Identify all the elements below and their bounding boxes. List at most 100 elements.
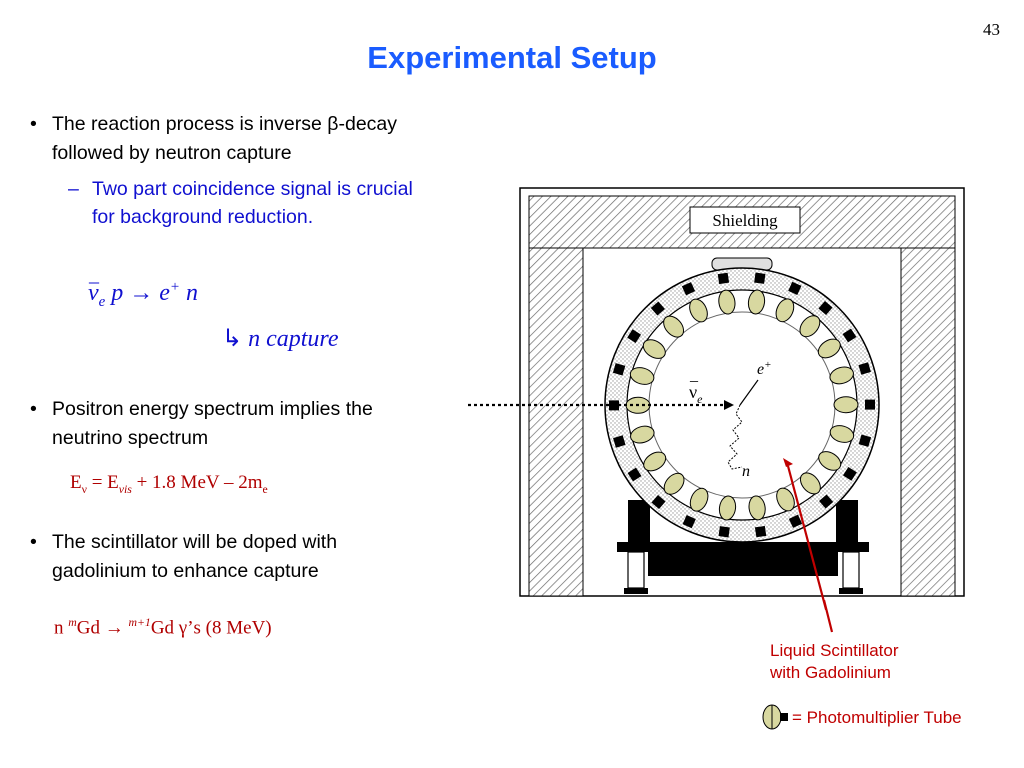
caption-line-2: with Gadolinium bbox=[770, 663, 891, 682]
antineutrino-bar: _ bbox=[89, 264, 99, 286]
shielding-structure bbox=[519, 187, 965, 597]
gd-m1-sup: m+1 bbox=[128, 616, 151, 629]
pmt bbox=[718, 495, 737, 521]
scintillator-pointer-tail bbox=[822, 600, 834, 633]
pmt-base bbox=[612, 363, 626, 376]
scintillator-pointer-head bbox=[783, 458, 793, 467]
pmt-base bbox=[650, 301, 665, 316]
pmt bbox=[833, 396, 859, 414]
gd-rest: ’s (8 MeV) bbox=[187, 617, 272, 639]
sub-bullet-dash: – bbox=[68, 178, 79, 200]
diagram-neutron-label: n bbox=[742, 463, 750, 480]
reaction-positron-sup: + bbox=[169, 279, 180, 295]
pmt-legend-icon bbox=[762, 704, 788, 730]
pmt bbox=[747, 289, 766, 315]
pmt-base bbox=[681, 282, 696, 296]
energy-nu-sub: ν bbox=[81, 482, 87, 496]
slide-number: 43 bbox=[983, 20, 1000, 39]
pmt-base bbox=[651, 494, 666, 510]
gd-m-sup: m bbox=[68, 616, 77, 629]
detector-diagram: Shielding νe _ e+ n bbox=[468, 187, 965, 610]
bullet-dot: • bbox=[30, 113, 37, 135]
pmt bbox=[776, 487, 795, 512]
support-frame bbox=[617, 500, 869, 594]
pmt-base bbox=[788, 514, 803, 528]
energy-formula: Eν = Evis + 1.8 MeV – 2me bbox=[70, 472, 268, 497]
reaction-equation: _ ν e p → e+ n bbox=[88, 264, 198, 311]
pmt-base bbox=[858, 434, 872, 447]
pmt bbox=[718, 289, 736, 315]
pmt bbox=[748, 495, 766, 521]
gd-formula: n mGd → m+1Gd γ’s (8 MeV) bbox=[54, 616, 272, 639]
bullet-text: The scintillator will be doped with gado… bbox=[52, 531, 338, 582]
pmt-legend-text: = Photomultiplier Tube bbox=[792, 708, 962, 727]
neutron-track bbox=[727, 404, 743, 470]
pmt-base bbox=[613, 435, 626, 448]
capture-arrow: ↳ bbox=[222, 326, 243, 352]
pmt-base bbox=[864, 399, 876, 410]
gd-gd2: Gd bbox=[150, 617, 179, 639]
pmt-base bbox=[788, 281, 802, 296]
pmt bbox=[829, 425, 855, 443]
energy-e-sub: e bbox=[262, 482, 268, 496]
pmt-base bbox=[819, 494, 834, 509]
gd-n: n bbox=[54, 617, 69, 639]
bullet-text: Positron energy spectrum implies the neu… bbox=[52, 398, 373, 449]
shielding-label-box bbox=[689, 206, 801, 234]
pmt bbox=[629, 367, 655, 385]
pmt bbox=[689, 298, 708, 323]
pmt-base bbox=[718, 526, 730, 538]
pmt-base bbox=[842, 328, 857, 343]
slide-title: Experimental Setup bbox=[367, 40, 657, 75]
pmt-base bbox=[818, 300, 833, 316]
bullet-item: • The scintillator will be doped with ga… bbox=[30, 528, 432, 586]
caption-line-1: Liquid Scintillator bbox=[770, 641, 899, 660]
reaction-nu-subscript: e bbox=[98, 293, 106, 310]
bullet-item: • The reaction process is inverse β-deca… bbox=[30, 110, 432, 168]
bullet-text: The reaction process is inverse β-decay … bbox=[52, 113, 398, 164]
pmt-base bbox=[754, 272, 766, 284]
shielding-label: Shielding bbox=[712, 211, 778, 230]
pmt-base bbox=[627, 467, 642, 482]
pmt bbox=[817, 338, 841, 359]
pmt bbox=[663, 472, 685, 495]
pmt bbox=[643, 451, 667, 472]
pmt-base bbox=[682, 514, 696, 529]
capture-line: ↳ n capture bbox=[222, 324, 339, 353]
gd-gd1: Gd → bbox=[76, 617, 129, 639]
bullet-item: • Positron energy spectrum implies the n… bbox=[30, 395, 432, 453]
gd-gamma: γ bbox=[178, 617, 188, 639]
energy-vis-sub: vis bbox=[118, 482, 132, 496]
reaction-arrow: → bbox=[129, 280, 154, 306]
pointer-extension bbox=[822, 600, 834, 633]
capture-text: n capture bbox=[248, 326, 339, 352]
pmt bbox=[775, 298, 795, 323]
reaction-neutron: n bbox=[185, 280, 198, 306]
pmt bbox=[829, 366, 854, 385]
diagram-nu-label: νe bbox=[689, 382, 703, 406]
pmt bbox=[642, 339, 666, 359]
bullet-dot: • bbox=[30, 398, 37, 420]
reaction-nu: ν bbox=[88, 280, 99, 306]
scintillator-caption: Liquid Scintillator with Gadolinium bbox=[770, 640, 899, 684]
positron-track bbox=[739, 379, 759, 406]
reaction-positron: e bbox=[159, 280, 170, 306]
pmt-base bbox=[627, 329, 642, 344]
pmt bbox=[630, 425, 655, 444]
pmt-base bbox=[858, 362, 871, 375]
pmt-base bbox=[717, 272, 730, 285]
pmt bbox=[799, 472, 821, 495]
pmt-base bbox=[754, 525, 767, 538]
reaction-proton: p bbox=[111, 280, 124, 306]
energy-rest: + 1.8 MeV – 2m bbox=[131, 472, 263, 493]
pmt bbox=[818, 451, 842, 471]
pmt-base bbox=[842, 466, 857, 481]
sub-bullet-item: – Two part coincidence signal is crucial… bbox=[68, 175, 427, 231]
bullet-dot: • bbox=[30, 531, 37, 553]
pmt bbox=[689, 487, 709, 512]
sub-bullet-text: Two part coincidence signal is crucial f… bbox=[92, 178, 413, 228]
energy-eq: = E bbox=[86, 472, 119, 493]
diagram-nu-bar: _ bbox=[689, 367, 699, 384]
pmt bbox=[799, 315, 821, 338]
neutrino-arrowhead bbox=[724, 400, 734, 410]
